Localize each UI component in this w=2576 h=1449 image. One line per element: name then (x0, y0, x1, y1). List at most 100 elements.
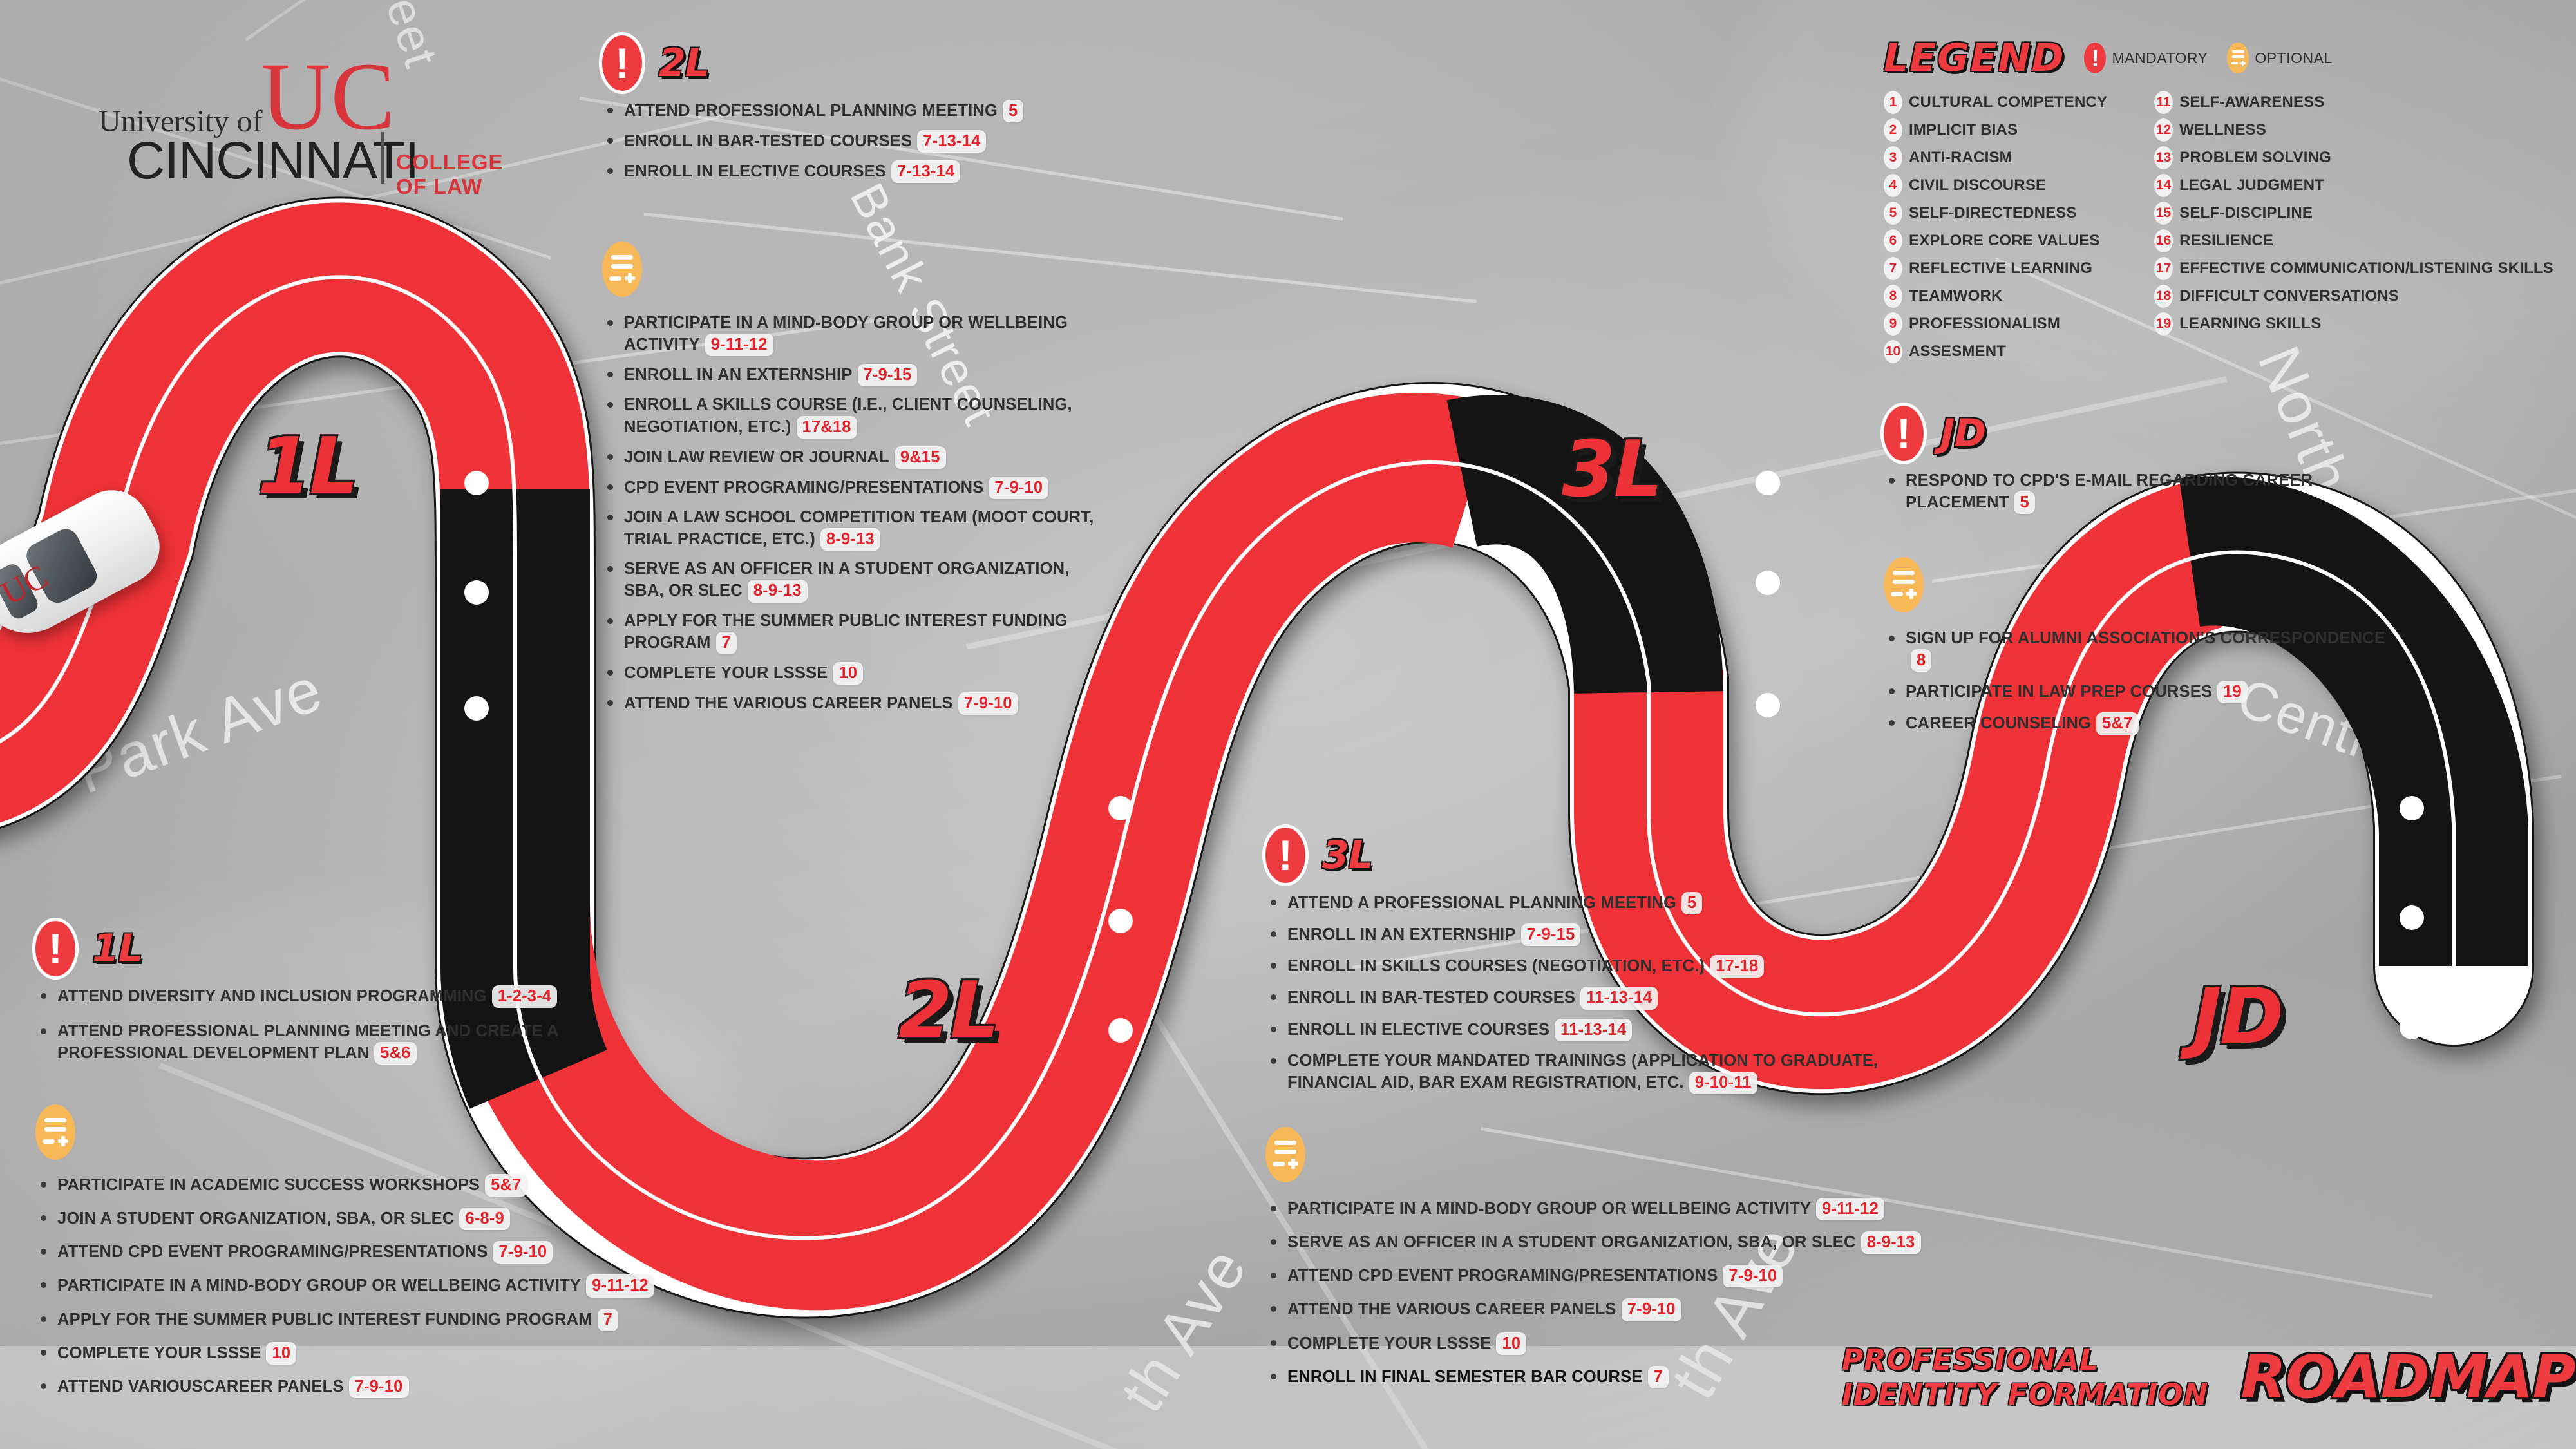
legend-number: 3 (1884, 146, 1902, 169)
list-item[interactable]: PARTICIPATE IN ACADEMIC SUCCESS WORKSHOP… (35, 1174, 718, 1197)
list-item[interactable]: SIGN UP FOR ALUMNI ASSOCIATION'S CORRESP… (1884, 628, 2399, 672)
logo-college-text: COLLEGE OF LAW (396, 150, 504, 198)
list-item[interactable]: PARTICIPATE IN A MIND-BODY GROUP OR WELL… (602, 312, 1111, 357)
item-text: ATTEND DIVERSITY AND INCLUSION PROGRAMMI… (57, 987, 487, 1005)
legend-label: LEGAL JUDGMENT (2179, 176, 2325, 194)
list-item[interactable]: ATTEND PROFESSIONAL PLANNING MEETING AND… (35, 1021, 654, 1065)
footer-subtitle-line2: IDENTITY FORMATION (1842, 1377, 2209, 1412)
legend-number: 6 (1884, 229, 1902, 252)
item-text: JOIN LAW REVIEW OR JOURNAL (624, 448, 889, 466)
competency-badge: 8-9-13 (1861, 1231, 1921, 1255)
legend-key-mandatory: ! MANDATORY (2084, 43, 2208, 73)
list-item[interactable]: JOIN A LAW SCHOOL COMPETITION TEAM (MOOT… (602, 507, 1111, 551)
competency-badge: 8-9-13 (747, 580, 808, 603)
list-item[interactable]: RESPOND TO CPD'S E-MAIL REGARDING CAREER… (1884, 470, 2399, 515)
competency-badge: 7 (1647, 1365, 1669, 1388)
section-stage-label: JD (1940, 411, 1986, 456)
competency-badge: 7-9-10 (493, 1241, 553, 1264)
legend-title: LEGEND (1884, 35, 2065, 80)
legend-label: SELF-DIRECTEDNESS (1909, 204, 2077, 222)
footer-roadmap-title: ROADMAP (2240, 1343, 2576, 1412)
competency-badge: 5&7 (485, 1174, 527, 1197)
list-item[interactable]: APPLY FOR THE SUMMER PUBLIC INTEREST FUN… (35, 1308, 718, 1331)
legend-label: ASSESMENT (1909, 343, 2007, 360)
list-item[interactable]: SERVE AS AN OFFICER IN A STUDENT ORGANIZ… (602, 558, 1111, 603)
competency-badge: 5&7 (2096, 712, 2139, 735)
list-item[interactable]: ATTEND DIVERSITY AND INCLUSION PROGRAMMI… (35, 985, 654, 1009)
section-stage-label: 1L (92, 926, 143, 971)
optional-icon (35, 1104, 75, 1160)
list-item[interactable]: ATTEND CPD EVENT PROGRAMING/PRESENTATION… (35, 1241, 718, 1264)
list-item[interactable]: PARTICIPATE IN A MIND-BODY GROUP OR WELL… (1265, 1198, 1967, 1221)
item-text: APPLY FOR THE SUMMER PUBLIC INTEREST FUN… (624, 611, 1068, 652)
list-item[interactable]: JOIN A STUDENT ORGANIZATION, SBA, OR SLE… (35, 1208, 718, 1231)
item-text: ATTEND CPD EVENT PROGRAMING/PRESENTATION… (57, 1243, 488, 1262)
item-text: ENROLL A SKILLS COURSE (I.E., CLIENT COU… (624, 395, 1072, 436)
list-item[interactable]: COMPLETE YOUR MANDATED TRAININGS (APPLIC… (1265, 1050, 1922, 1094)
competency-badge: 1-2-3-4 (491, 985, 558, 1009)
item-text: PARTICIPATE IN ACADEMIC SUCCESS WORKSHOP… (57, 1176, 480, 1194)
item-text: ENROLL IN SKILLS COURSES (NEGOTIATION, E… (1287, 957, 1705, 976)
competency-badge: 7-13-14 (891, 160, 961, 184)
footer-title: PROFESSIONAL IDENTITY FORMATION ROADMAP (1842, 1343, 2576, 1412)
item-text: JOIN A STUDENT ORGANIZATION, SBA, OR SLE… (57, 1209, 455, 1228)
item-text: PARTICIPATE IN LAW PREP COURSES (1906, 683, 2213, 701)
list-item[interactable]: ATTEND CPD EVENT PROGRAMING/PRESENTATION… (1265, 1265, 1967, 1288)
footer-subtitle: PROFESSIONAL IDENTITY FORMATION (1842, 1343, 2208, 1411)
legend-key-label: MANDATORY (2112, 49, 2208, 66)
list-item[interactable]: ENROLL A SKILLS COURSE (I.E., CLIENT COU… (602, 394, 1111, 439)
legend-number: 12 (2154, 118, 2174, 142)
legend-number: 11 (2154, 91, 2174, 114)
list-item[interactable]: SERVE AS AN OFFICER IN A STUDENT ORGANIZ… (1265, 1231, 1967, 1255)
competency-badge: 8-9-13 (820, 528, 880, 551)
item-text: APPLY FOR THE SUMMER PUBLIC INTEREST FUN… (57, 1310, 592, 1329)
section-header (602, 242, 1111, 297)
list-item[interactable]: ENROLL IN SKILLS COURSES (NEGOTIATION, E… (1265, 955, 1922, 978)
section-1l-mandatory: ! 1L ATTEND DIVERSITY AND INCLUSION PROG… (35, 921, 654, 1072)
competency-badge: 7 (597, 1308, 619, 1331)
item-text: COMPLETE YOUR LSSSE (57, 1343, 261, 1362)
item-text: COMPLETE YOUR LSSSE (1287, 1334, 1492, 1352)
optional-icon (1265, 1127, 1305, 1182)
legend-label: PROFESSIONALISM (1909, 315, 2061, 332)
list-item[interactable]: APPLY FOR THE SUMMER PUBLIC INTEREST FUN… (602, 611, 1111, 654)
competency-badge: 11-13-14 (1580, 987, 1658, 1010)
item-text: PARTICIPATE IN A MIND-BODY GROUP OR WELL… (57, 1276, 582, 1295)
section-jd-optional: SIGN UP FOR ALUMNI ASSOCIATION'S CORRESP… (1884, 557, 2399, 743)
section-header: ! 3L (1265, 828, 1922, 883)
uc-college-of-law-logo: UC University of CINCINNATI COLLEGE OF L… (68, 48, 518, 198)
legend-label: CULTURAL COMPETENCY (1909, 93, 2108, 111)
list-item[interactable]: PARTICIPATE IN A MIND-BODY GROUP OR WELL… (35, 1274, 718, 1298)
